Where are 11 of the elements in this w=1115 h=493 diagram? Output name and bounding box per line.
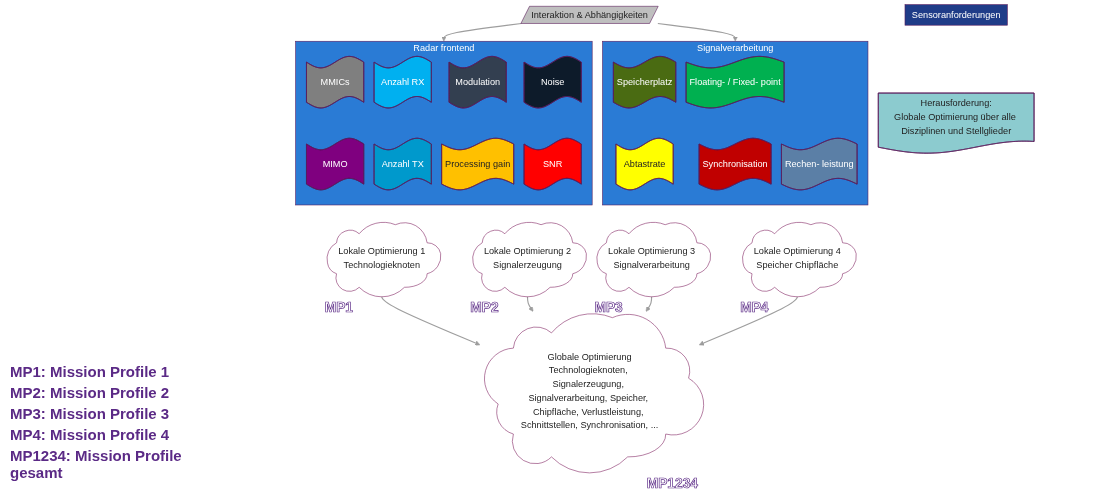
profile-label: MP1 xyxy=(324,299,354,315)
note-text: MP4: Mission Profile 4 xyxy=(10,426,171,443)
note-text: MP3: Mission Profile 3 xyxy=(10,405,171,422)
arrow xyxy=(441,22,522,42)
note-text: MP2: Mission Profile 2 xyxy=(10,384,171,401)
profile-label: MP3 xyxy=(594,299,623,315)
profile-label: MP1234 xyxy=(646,475,699,491)
node-box: Sensoranforderungen xyxy=(904,4,1008,26)
note-text: MP1234: Mission Profile gesamt xyxy=(10,447,183,481)
note-text: MP1: Mission Profile 1 xyxy=(10,363,171,380)
arrow xyxy=(657,22,738,42)
